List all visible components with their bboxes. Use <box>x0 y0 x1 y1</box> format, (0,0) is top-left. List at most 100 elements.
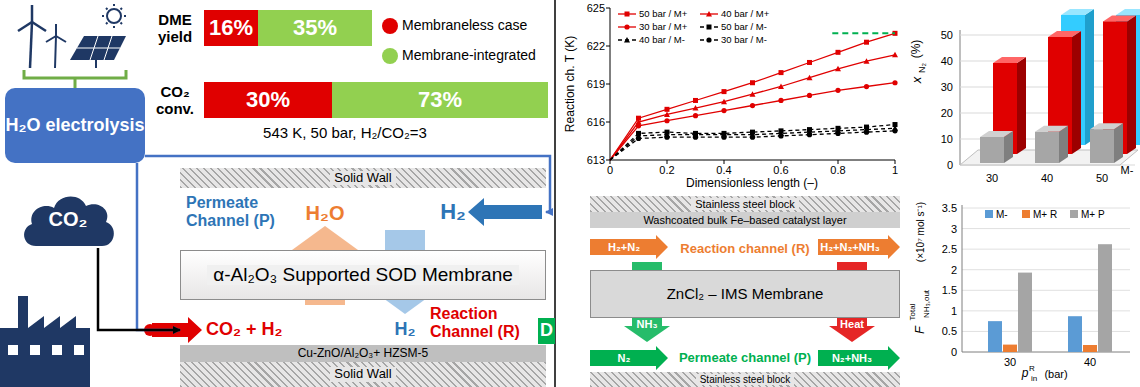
marker <box>665 107 670 112</box>
marker <box>721 99 727 105</box>
text-label: in <box>1031 375 1037 384</box>
marker <box>864 40 869 45</box>
marker <box>807 75 813 81</box>
flow-arrow <box>818 346 900 370</box>
text-label: 30 <box>1004 356 1016 368</box>
text-label: p <box>1022 367 1029 380</box>
bar-side <box>1127 15 1136 154</box>
node-text: Cu-ZnO/Al₂O₃+ HZSM-5 <box>298 347 429 360</box>
node-text: Stainless steel block <box>696 374 795 385</box>
marker <box>721 135 726 140</box>
drawn-line <box>104 36 112 60</box>
drawn-line <box>46 36 56 42</box>
layer-band: Solid Wall <box>180 168 546 188</box>
marker <box>636 123 641 128</box>
bar <box>332 82 548 118</box>
text-label: 543 K, 50 bar, H₂/CO₂=3 <box>263 125 427 142</box>
marker <box>664 135 669 140</box>
text-label: 50 <box>941 29 953 41</box>
node-text: Permeate Channel (P) <box>186 194 286 229</box>
bar-top <box>1061 9 1094 15</box>
node-text: Reaction Channel (R) <box>430 305 530 340</box>
marker <box>693 135 698 140</box>
text-label: 622 <box>587 40 605 52</box>
marker <box>864 58 870 64</box>
bar <box>1003 345 1017 352</box>
text-label: 0.4 <box>716 164 731 176</box>
drawn-rect <box>74 345 84 355</box>
factory-icon <box>0 296 90 387</box>
text-label: 40 <box>941 55 953 67</box>
tick <box>667 160 668 164</box>
text-label: 2.5 <box>942 243 957 255</box>
bar <box>988 321 1002 352</box>
marker <box>625 12 630 17</box>
marker <box>750 80 755 85</box>
text-label: Reaction ch. T (K) <box>564 36 577 132</box>
text-label: 10 <box>941 133 953 145</box>
bar-side <box>1072 31 1081 154</box>
text-label: 613 <box>587 154 605 166</box>
legend-swatch <box>985 210 993 218</box>
cloud-path <box>24 196 114 246</box>
text-label: N₂+NH₃ <box>832 352 872 364</box>
legend-text: M+ R <box>1033 209 1057 220</box>
axis <box>962 205 1130 352</box>
node-text: Permeate channel (P) <box>676 351 814 365</box>
layer-band: Stainless steel block <box>590 196 900 212</box>
drawn-line <box>31 5 34 22</box>
text-label: F <box>913 326 927 334</box>
marker <box>807 132 812 137</box>
layer-band: Permeate Channel (P) <box>180 188 546 250</box>
tick <box>606 84 610 85</box>
data-line <box>610 55 895 160</box>
bar-front <box>1035 132 1059 163</box>
marker <box>892 80 897 85</box>
text-label: N₂ <box>618 352 631 364</box>
data-line <box>610 125 895 161</box>
text-label: 619 <box>587 78 605 90</box>
data-line <box>610 128 895 160</box>
gridline <box>962 228 1130 229</box>
marker <box>779 70 784 75</box>
marker <box>706 11 712 17</box>
legend-swatch <box>1070 210 1078 218</box>
bar-side <box>1085 9 1094 145</box>
drawn-line <box>18 22 32 31</box>
node-text: α-Al₂O₃ Supported SOD Membrane <box>207 265 519 286</box>
marker <box>750 135 755 140</box>
text-label: 40 <box>1041 172 1053 184</box>
text-label: (bar) <box>1044 368 1067 380</box>
text-label: H₂+N₂ <box>608 241 640 253</box>
data-line <box>610 33 895 160</box>
text-label: (×10⁷ mol s⁻¹) <box>915 202 926 262</box>
cloud-shape: CO₂ <box>18 188 118 250</box>
drawn-path <box>102 4 126 28</box>
marker <box>836 50 841 55</box>
legend-text: 30 bar / M- <box>721 35 767 45</box>
node-text: ZnCl₂ – IMS Membrane <box>662 286 829 303</box>
marker <box>750 103 755 108</box>
text-label: 1.5 <box>942 284 957 296</box>
marker <box>722 89 727 94</box>
marker <box>693 113 698 118</box>
legend-text: Membraneless case <box>402 18 527 33</box>
flow-arrow <box>818 235 900 259</box>
connector <box>137 163 180 330</box>
text-label: 1 <box>892 164 898 176</box>
text-label: CO₂ conv. <box>149 84 201 117</box>
text-label: 0.2 <box>659 164 674 176</box>
text-label: 50 <box>1096 172 1108 184</box>
layer-band: Washcoated bulk Fe–based catalyst layer <box>590 212 900 228</box>
text-label: 30 <box>986 172 998 184</box>
text-label: 0.5 <box>942 325 957 337</box>
drawn-path <box>0 296 90 387</box>
text-label: NH₃,out <box>923 290 932 318</box>
text-label: 73% <box>418 88 462 112</box>
tick <box>610 160 611 164</box>
text-label: 616 <box>587 116 605 128</box>
text-label: Total <box>909 304 918 321</box>
marker <box>778 133 783 138</box>
text-label: CO₂ + H₂ <box>206 320 283 340</box>
node-text: Solid Wall <box>330 171 395 185</box>
